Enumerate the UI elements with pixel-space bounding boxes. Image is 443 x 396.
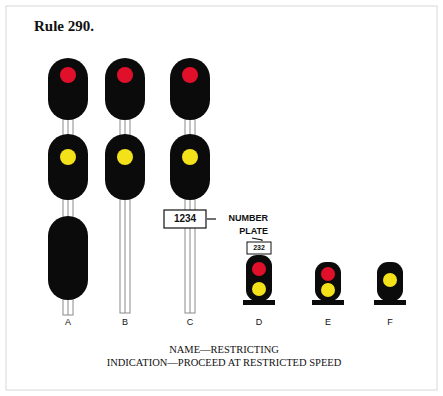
signal-e <box>312 262 344 305</box>
signal-a <box>48 58 88 300</box>
signal-letter: E <box>325 317 331 327</box>
aspect-indication: INDICATION—PROCEED AT RESTRICTED SPEED <box>107 357 342 369</box>
signal-letter: C <box>187 317 194 327</box>
signal-letter: A <box>65 317 71 327</box>
callout-label: NUMBER PLATE <box>218 212 268 238</box>
signal-c <box>164 58 210 228</box>
plate-number: 232 <box>253 244 265 252</box>
signal-letter: F <box>387 317 393 327</box>
number-plate <box>247 242 271 254</box>
signal-letter: B <box>122 317 128 327</box>
number-plate <box>164 210 206 228</box>
signal-d <box>243 242 275 305</box>
frame <box>6 6 437 390</box>
aspect-name: NAME—RESTRICTING <box>169 344 279 356</box>
signal-b <box>105 58 145 200</box>
signal-letter: D <box>256 317 263 327</box>
signal-f <box>374 262 406 305</box>
rule-title: Rule 290. <box>34 18 94 35</box>
plate-number: 1234 <box>174 213 196 225</box>
